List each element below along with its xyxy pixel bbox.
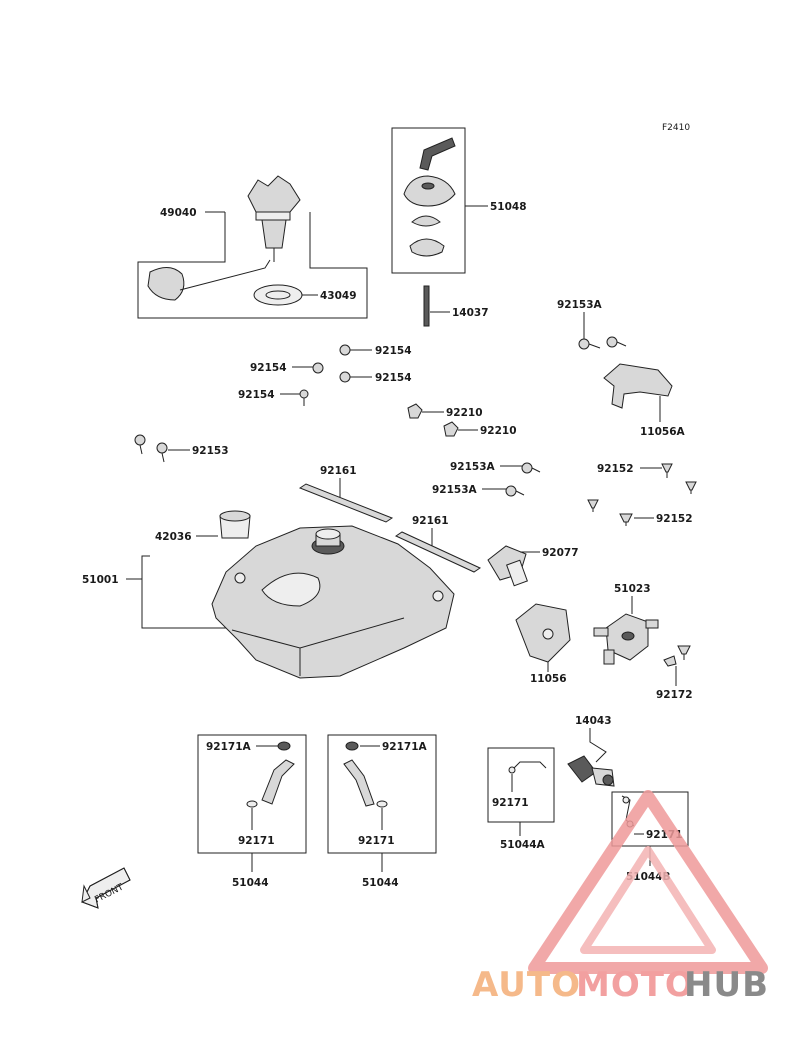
cap-ring-part bbox=[409, 238, 445, 257]
label-92171-mid: 92171 bbox=[358, 835, 395, 847]
label-92161-a: 92161 bbox=[320, 465, 357, 477]
label-92210-b: 92210 bbox=[480, 425, 517, 437]
hose-51044-left-part bbox=[261, 759, 295, 805]
breather-hose-part bbox=[419, 137, 456, 171]
label-51023: 51023 bbox=[614, 583, 651, 595]
label-92210-a: 92210 bbox=[446, 407, 483, 419]
screw-92152-c bbox=[685, 481, 697, 494]
clip-92154-c bbox=[339, 371, 351, 383]
label-92154-c: 92154 bbox=[375, 372, 412, 384]
label-92153A-top: 92153A bbox=[557, 299, 603, 311]
hose-51044-mid-part bbox=[343, 759, 375, 807]
watermark-hub: HUB bbox=[684, 965, 769, 1005]
label-92172: 92172 bbox=[656, 689, 693, 701]
label-14043: 14043 bbox=[575, 715, 612, 727]
label-92154-b: 92154 bbox=[250, 362, 287, 374]
automotohub-logo bbox=[528, 790, 768, 974]
bolt-92153A-top-2 bbox=[606, 336, 627, 348]
label-92077: 92077 bbox=[542, 547, 579, 559]
clip-92154-a bbox=[339, 344, 351, 356]
label-92153A-c: 92153A bbox=[432, 484, 478, 496]
label-49040: 49040 bbox=[160, 207, 197, 219]
label-92153A-b: 92153A bbox=[450, 461, 496, 473]
label-92152-a: 92152 bbox=[597, 463, 634, 475]
cap-seal-part bbox=[411, 215, 441, 227]
nut-92210-b bbox=[443, 421, 459, 437]
label-92171-right: 92171 bbox=[492, 797, 529, 809]
label-51044A: 51044A bbox=[500, 839, 546, 851]
fuel-cap-part bbox=[403, 175, 456, 207]
label-92154-d: 92154 bbox=[238, 389, 275, 401]
bolt-92153-b bbox=[156, 442, 168, 463]
watermark-moto: MOTO bbox=[576, 965, 695, 1005]
grommet-92077-part bbox=[487, 545, 528, 587]
label-14037: 14037 bbox=[452, 307, 489, 319]
hose-51044A-frame bbox=[487, 747, 555, 823]
bolt-92153A-b bbox=[521, 462, 541, 474]
front-arrow-icon bbox=[81, 867, 131, 909]
fuel-tank-51001-part bbox=[211, 525, 455, 679]
screw-92172-part bbox=[663, 645, 691, 667]
fuel-pump-part bbox=[247, 175, 301, 262]
bolt-92153A-c bbox=[505, 485, 525, 497]
cap-group-frame bbox=[391, 127, 466, 274]
label-92171A-right: 92171A bbox=[382, 741, 428, 753]
fuel-pump-group: 49040 43049 bbox=[137, 175, 368, 319]
filler-neck-42036-part bbox=[219, 510, 251, 539]
fuel-filter-14043-part bbox=[567, 755, 615, 787]
hose-51044A-part bbox=[511, 761, 547, 771]
label-43049: 43049 bbox=[320, 290, 357, 302]
screw-92152-d bbox=[587, 499, 599, 512]
gasket-43049-part bbox=[253, 284, 303, 306]
label-92161-b: 92161 bbox=[412, 515, 449, 527]
pin-14037-part bbox=[423, 285, 430, 327]
label-92152-b: 92152 bbox=[656, 513, 693, 525]
screw-92152-b bbox=[619, 513, 633, 526]
label-51048: 51048 bbox=[490, 201, 527, 213]
label-51001: 51001 bbox=[82, 574, 119, 586]
pad-92161-b-part bbox=[394, 531, 482, 573]
label-51044-left: 51044 bbox=[232, 877, 269, 889]
clip-92154-d bbox=[299, 389, 309, 406]
bolt-92153A-top bbox=[578, 338, 601, 350]
label-92171A-left: 92171A bbox=[206, 741, 252, 753]
screw-92152-a bbox=[661, 463, 673, 478]
label-42036: 42036 bbox=[155, 531, 192, 543]
fuel-float-part bbox=[147, 259, 271, 301]
label-11056: 11056 bbox=[530, 673, 567, 685]
diagram-code: F2410 bbox=[662, 123, 690, 133]
clamp-92171A-right bbox=[345, 741, 359, 751]
label-92153: 92153 bbox=[192, 445, 229, 457]
pad-92161-a-part bbox=[298, 483, 394, 523]
clip-92154-b bbox=[312, 362, 324, 374]
watermark-auto: AUTO bbox=[472, 965, 581, 1005]
bracket-11056A-part bbox=[603, 363, 673, 409]
label-92171-left: 92171 bbox=[238, 835, 275, 847]
fuel-cap-group: 51048 bbox=[391, 127, 527, 274]
label-11056A: 11056A bbox=[640, 426, 686, 438]
bolt-92153-a bbox=[134, 434, 146, 455]
label-51044-mid: 51044 bbox=[362, 877, 399, 889]
fuel-valve-51023-part bbox=[593, 613, 659, 665]
clamp-92171A-left bbox=[277, 741, 291, 751]
label-92154-a: 92154 bbox=[375, 345, 412, 357]
nut-92210-a bbox=[407, 403, 423, 419]
pump-group-frame bbox=[137, 212, 368, 319]
